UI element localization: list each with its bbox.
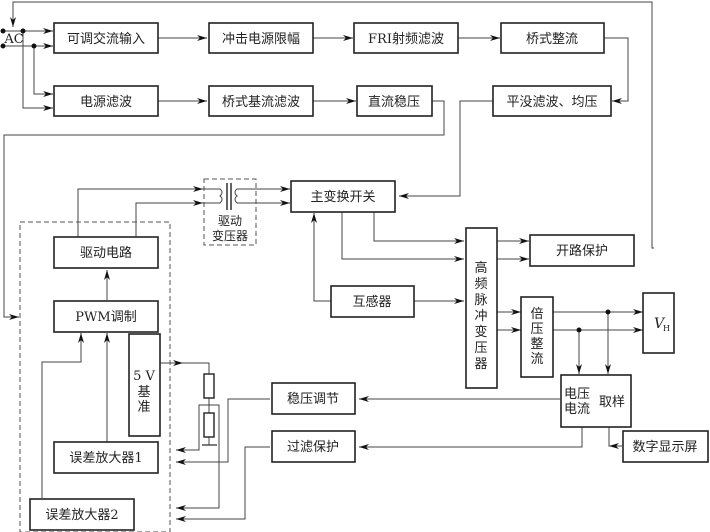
block-bridge-rectifier: 桥式整流: [500, 22, 605, 54]
terminal-dot: [0, 28, 6, 34]
output-main-label: V: [654, 316, 666, 332]
block-drive-circuit: 驱动电路: [53, 236, 159, 269]
block-5v-reference: 5 V 基 准: [128, 333, 161, 437]
wire-reg-ea1: [176, 398, 270, 465]
block-bridge-base-filter: 桥式基流滤波: [208, 85, 314, 117]
wire-main-hf2: [341, 212, 464, 262]
vertical-label-char: 脉: [474, 293, 487, 308]
block-adjustable-ac-input: 可调交流输入: [53, 22, 159, 54]
block-label: 主变换开关: [310, 189, 375, 205]
block-label: 5 V: [133, 369, 155, 384]
vertical-label-char: 变: [474, 324, 487, 340]
block-label: 过滤保护: [287, 440, 339, 455]
wire-ea2-pwm: [41, 333, 84, 498]
wire-feedback-top: [10, 1, 654, 249]
block-label: 开路保护: [556, 243, 608, 259]
vertical-label-char: 频: [474, 277, 487, 292]
block-label: 驱动电路: [80, 245, 132, 261]
terminal-dot: [0, 43, 6, 49]
block-label: 取样: [599, 395, 625, 410]
transformer-icon: [203, 183, 239, 210]
vertical-label-char: 压: [474, 341, 487, 356]
block-label: 平没滤波、均压: [506, 95, 597, 110]
wire-res-ea1: [176, 404, 209, 453]
block-label: 稳压调节: [287, 391, 339, 407]
vertical-label-char: 整: [530, 337, 543, 352]
vertical-label-char: 压: [530, 322, 543, 337]
block-rfi-filter: FRI射频滤波: [353, 22, 459, 54]
block-error-amp-2: 误差放大器2: [29, 498, 135, 531]
block-label: 可调交流输入: [67, 31, 145, 47]
wire-main-hf1: [373, 212, 464, 244]
wire-disp-samp: [608, 427, 622, 447]
block-pwm: PWM调制: [53, 300, 159, 333]
wire-ac-filter1: [33, 46, 53, 97]
block-label: 冲击电源限幅: [222, 32, 300, 47]
wire-res-ea2: [176, 404, 220, 511]
block-main-switch: 主变换开关: [290, 180, 396, 213]
junction-dots: [0, 28, 611, 333]
block-label: 桥式基流滤波: [222, 95, 300, 110]
wire-mi-main: [311, 213, 331, 302]
wire-drive-1: [77, 186, 203, 237]
block-digital-display: 数字显示屏: [622, 430, 709, 463]
wires: [3, 1, 654, 522]
drive-transformer-label-1: 驱动: [218, 214, 242, 228]
junction-dot: [31, 43, 37, 49]
block-label: 准: [137, 400, 150, 415]
wire-smooth-main: [399, 100, 493, 199]
block-dc-regulator: 直流稳压: [356, 85, 433, 117]
block-label: 误差放大器1: [69, 451, 142, 466]
vertical-label-char: 流: [530, 352, 543, 367]
block-label: 数字显示屏: [632, 440, 697, 455]
wire-dc-pwm: [3, 100, 445, 320]
block-label: 互感器: [352, 294, 391, 310]
block-error-amp-1: 误差放大器1: [53, 441, 159, 474]
wire-r1-4: [604, 37, 629, 104]
block-label: 直流稳压: [368, 94, 420, 110]
block-mutual-inductor: 互感器: [330, 285, 415, 318]
block-label: 基: [137, 385, 150, 400]
block-regulation: 稳压调节: [271, 382, 356, 415]
block-surge-limit: 冲击电源限幅: [208, 22, 314, 54]
wire-fp-ea2: [176, 446, 270, 522]
block-filter-protect: 过滤保护: [271, 430, 356, 463]
block-label: PWM调制: [75, 310, 136, 325]
vertical-label-char: 高: [474, 260, 487, 276]
resistor-icon: [203, 412, 215, 438]
junction-dot: [576, 327, 582, 333]
wire-ref-res2: [183, 362, 210, 374]
drive-transformer-region: [203, 178, 257, 246]
block-label: 电流: [564, 402, 590, 417]
vertical-label-char: 冲: [474, 309, 487, 324]
block-open-circuit-protect: 开路保护: [529, 234, 635, 267]
junction-dot: [605, 309, 611, 315]
block-label: FRI射频滤波: [368, 31, 444, 47]
control-board-region: [19, 221, 171, 532]
wire-drive-2: [135, 200, 203, 237]
vertical-label-char: 器: [474, 357, 487, 372]
junction-dot: [20, 28, 26, 34]
wire-ac-filter2: [22, 31, 53, 111]
wire-samp-fp: [359, 427, 583, 450]
block-power-filter: 电源滤波: [53, 85, 159, 117]
block-label: 误差放大器2: [45, 508, 118, 523]
vertical-label-char: 倍: [530, 307, 543, 322]
block-label: 电压: [564, 387, 590, 402]
block-sampling: 电压 电流 取样: [560, 374, 632, 428]
ac-input-label: AC: [3, 32, 23, 47]
output-sub-label: H: [663, 324, 670, 333]
resistor-icon: [203, 373, 215, 399]
block-label: 桥式整流: [526, 32, 578, 47]
block-output-vh: V H: [642, 292, 675, 354]
block-smoothing-balance: 平没滤波、均压: [492, 85, 612, 117]
block-label: 电源滤波: [80, 95, 132, 110]
drive-transformer-label-2: 变压器: [212, 228, 248, 243]
